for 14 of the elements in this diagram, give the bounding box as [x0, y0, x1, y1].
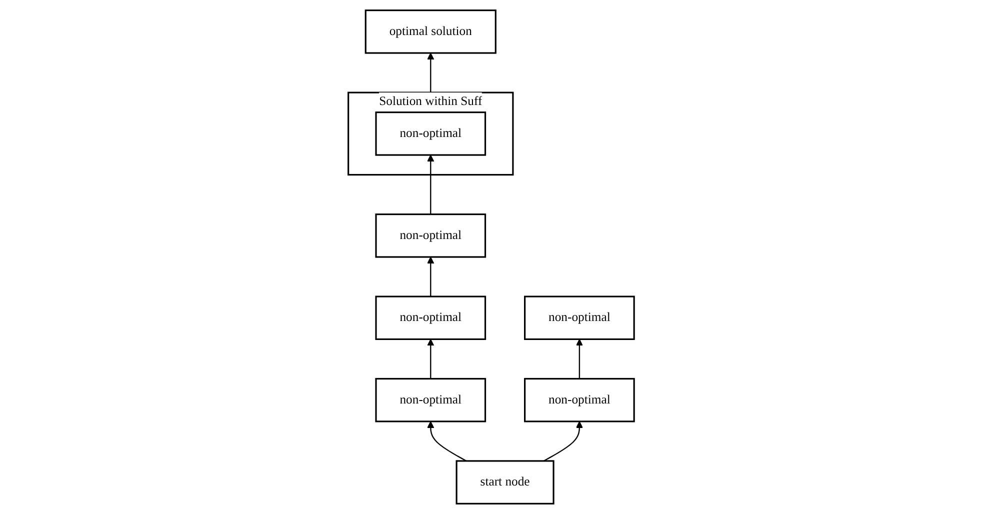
node-box: non-optimal: [376, 112, 486, 156]
node-box: non-optimal: [524, 296, 636, 340]
node-box: non-optimal: [376, 214, 486, 258]
node-box: non-optimal: [376, 378, 486, 422]
arrow: [427, 338, 434, 379]
arrow: [576, 338, 584, 379]
arrow: [427, 256, 434, 297]
arrow: [427, 154, 434, 214]
node-box: non-optimal: [376, 296, 486, 340]
arrow: [427, 421, 467, 462]
node-box: start node: [456, 460, 555, 504]
arrow: [544, 421, 584, 462]
node-box: non-optimal: [524, 378, 636, 422]
node-box: optimal solution: [365, 10, 497, 54]
